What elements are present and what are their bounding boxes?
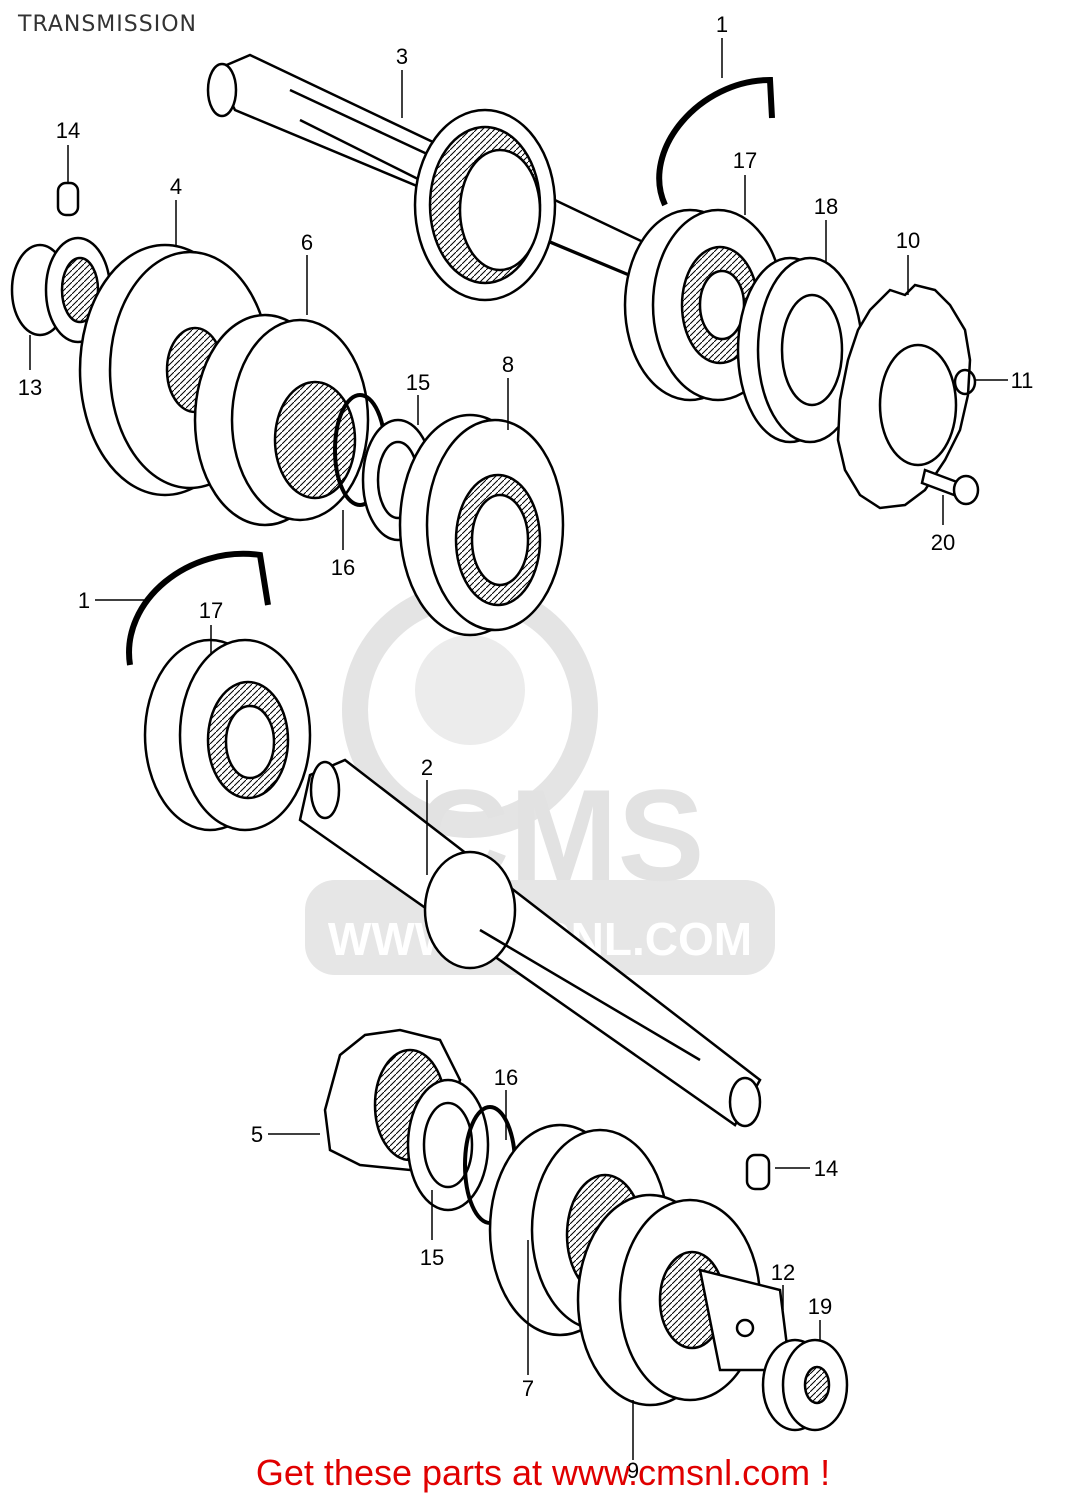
- footer-link[interactable]: Get these parts at www.cmsnl.com !: [255, 1452, 831, 1493]
- callout-1-top: 1: [716, 12, 728, 37]
- callout-labels: 1 3 14 4 6 17 18 10 11 13 15 8 16 20 1 1…: [18, 12, 1034, 1483]
- drive-sprocket-part-10: [836, 283, 972, 510]
- fixing-plate-part-11: [953, 368, 977, 396]
- callout-16-bottom: 16: [494, 1065, 518, 1090]
- callout-15-bottom: 15: [420, 1245, 444, 1270]
- callout-13: 13: [18, 375, 42, 400]
- mainshaft-part-2: [298, 758, 762, 1128]
- oil-seal-part-18: [736, 256, 864, 444]
- bolt-part-20: [920, 468, 980, 506]
- collar-part-19: [761, 1338, 849, 1432]
- callout-3: 3: [396, 44, 408, 69]
- dowel-pin-part-14-right: [745, 1153, 771, 1191]
- callout-15-top: 15: [406, 370, 430, 395]
- callout-6: 6: [301, 230, 313, 255]
- circlip-part-1-left: [126, 550, 271, 666]
- gear-part-6: [193, 313, 370, 527]
- leader-lines: [29, 38, 1008, 1460]
- shaft-gear: [413, 108, 557, 302]
- callout-17-left: 17: [199, 598, 223, 623]
- callout-5: 5: [251, 1122, 263, 1147]
- washer-part-15-bottom: [406, 1078, 490, 1212]
- callout-2: 2: [421, 755, 433, 780]
- callout-12: 12: [771, 1260, 795, 1285]
- callout-10: 10: [896, 228, 920, 253]
- page-title: TRANSMISSION: [18, 12, 197, 37]
- gear-part-9: [576, 1193, 762, 1407]
- gear-part-8: [398, 413, 565, 637]
- callout-8: 8: [502, 352, 514, 377]
- circlip-part-1-top: [656, 76, 775, 207]
- callout-14-top: 14: [56, 118, 80, 143]
- bearing-part-17-left: [143, 638, 312, 832]
- callout-11: 11: [1011, 368, 1034, 393]
- callout-20: 20: [931, 530, 955, 555]
- callout-16-top: 16: [331, 555, 355, 580]
- callout-17-top: 17: [733, 148, 757, 173]
- callout-18: 18: [814, 194, 838, 219]
- callout-14-right: 14: [814, 1156, 838, 1181]
- dowel-pin-part-14-top: [56, 181, 80, 217]
- collar-part-13: [10, 236, 112, 344]
- callout-9: 9: [627, 1458, 639, 1483]
- callout-4: 4: [170, 174, 182, 199]
- callout-19: 19: [808, 1294, 832, 1319]
- callout-1-left: 1: [78, 588, 90, 613]
- callout-7: 7: [522, 1376, 534, 1401]
